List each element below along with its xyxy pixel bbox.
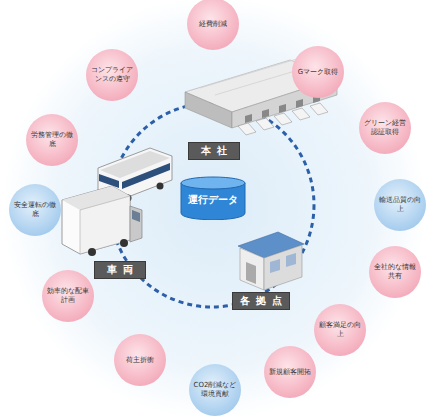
node-label: 各拠点 xyxy=(240,294,288,308)
goal-circle: 全社的な情報共有 xyxy=(369,246,421,298)
goal-circle: 新規顧客開拓 xyxy=(264,346,316,398)
goal-circle: 安全運転の徹底 xyxy=(9,184,61,236)
node-label: 車両 xyxy=(107,263,139,277)
branch-building xyxy=(238,232,304,290)
cylinder-top xyxy=(181,177,245,189)
goal-text: 荷主折衝 xyxy=(126,356,154,365)
goal-text: 輸送品質の向上 xyxy=(378,196,422,214)
goal-text: グリーン経営認証取得 xyxy=(363,119,407,137)
goal-text: Gマーク取得 xyxy=(298,68,338,77)
goal-text: コンプライアンスの遵守 xyxy=(90,66,134,84)
site-label-box: 車両 xyxy=(94,261,146,279)
goal-circle: 輸送品質の向上 xyxy=(374,179,426,231)
goal-text: 経費削減 xyxy=(199,20,227,29)
node-label: 本社 xyxy=(201,144,233,158)
goal-text: CO2削減など環境貢献 xyxy=(193,381,237,399)
goal-circle: コンプライアンスの遵守 xyxy=(86,49,138,101)
goal-text: 安全運転の徹底 xyxy=(13,201,57,219)
truck-illustration xyxy=(62,186,142,256)
goal-circle: グリーン経営認証取得 xyxy=(359,102,411,154)
data-cylinder: 運行データ xyxy=(180,176,246,220)
goal-circle: CO2削減など環境貢献 xyxy=(189,364,241,416)
goal-text: 労務管理の徹底 xyxy=(30,131,74,149)
goal-circle: 顧客満足の向上 xyxy=(314,304,366,356)
goal-text: 新規顧客開拓 xyxy=(269,368,311,377)
goal-circle: 経費削減 xyxy=(187,0,239,50)
node-label: 運行データ xyxy=(188,193,238,207)
goal-circle: 労務管理の徹底 xyxy=(26,114,78,166)
goal-circle: 荷主折衝 xyxy=(114,334,166,386)
goal-text: 効率的な配車計画 xyxy=(46,287,90,305)
goal-text: 顧客満足の向上 xyxy=(318,321,362,339)
goal-text: 全社的な情報共有 xyxy=(373,263,417,281)
site-label-box: 本社 xyxy=(188,142,240,160)
goal-circle: 効率的な配車計画 xyxy=(42,270,94,322)
goal-circle: Gマーク取得 xyxy=(292,46,344,98)
site-label-box: 各拠点 xyxy=(232,292,290,310)
